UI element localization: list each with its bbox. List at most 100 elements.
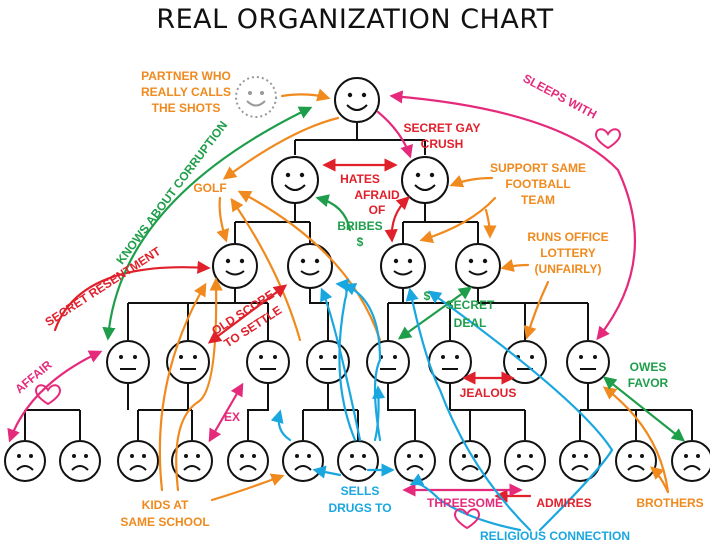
label-football-1: SUPPORT SAME bbox=[490, 161, 586, 175]
hierarchy-lines bbox=[24, 122, 693, 440]
director-4-smiley-face bbox=[455, 243, 501, 289]
heart-icon-sleeps bbox=[594, 128, 622, 150]
director-3-smiley-face bbox=[380, 243, 426, 289]
staff-11-frown-face bbox=[559, 440, 601, 482]
label-partner-2: REALLY CALLS bbox=[141, 85, 231, 99]
religious-arrow-2 bbox=[427, 290, 614, 532]
director-1-smiley-face bbox=[212, 243, 258, 289]
staff-13-frown-face bbox=[671, 440, 710, 482]
religious-arrow-3 bbox=[409, 473, 522, 532]
partner-smiley-face bbox=[235, 76, 277, 118]
hearts bbox=[34, 128, 622, 530]
tree-line-team-5 bbox=[387, 384, 416, 440]
staff-10-frown-face bbox=[504, 440, 546, 482]
kids-arrow-3 bbox=[210, 473, 285, 502]
staff-12-frown-face bbox=[615, 440, 657, 482]
label-partner-3: THE SHOTS bbox=[152, 101, 221, 115]
owes-favor-arrow bbox=[602, 376, 686, 442]
label-football-2: FOOTBALL bbox=[505, 177, 570, 191]
drugs-arrow-2 bbox=[335, 278, 357, 442]
label-ex: EX bbox=[224, 410, 240, 424]
label-lottery-2: LOTTERY bbox=[540, 246, 596, 260]
tree-line-mgr-2 bbox=[309, 287, 329, 340]
tree-line-ceo bbox=[294, 122, 426, 155]
drugs-arrow-7 bbox=[270, 409, 292, 442]
football-arrow-3 bbox=[483, 208, 497, 239]
religious-arrow-1 bbox=[405, 287, 532, 532]
staff-9-frown-face bbox=[449, 440, 491, 482]
label-lottery-3: (UNFAIRLY) bbox=[535, 262, 602, 276]
manager-1-neutral-face bbox=[106, 340, 150, 384]
heart-icon-affair bbox=[34, 384, 62, 406]
label-kids-1: KIDS AT bbox=[142, 498, 189, 512]
drugs-arrow-4 bbox=[372, 385, 386, 442]
label-owes-1: OWES bbox=[630, 360, 667, 374]
label-owes-2: FAVOR bbox=[628, 376, 669, 390]
label-brothers: BROTHERS bbox=[636, 496, 703, 510]
tree-line-team-6 bbox=[449, 384, 526, 440]
manager-3-neutral-face bbox=[246, 340, 290, 384]
vp-left-smiley-face bbox=[271, 156, 319, 204]
staff-8-frown-face bbox=[394, 440, 436, 482]
chart-title: REAL ORGANIZATION CHART bbox=[156, 4, 554, 35]
lottery-arrow-1 bbox=[500, 259, 530, 272]
dollar-sign-2: $ bbox=[424, 289, 431, 303]
affair-arrow bbox=[7, 350, 103, 443]
label-resentment: SECRET RESENTMENT bbox=[43, 244, 164, 329]
drugs-arrow-3 bbox=[320, 287, 362, 442]
label-football-3: TEAM bbox=[521, 193, 555, 207]
label-sleeps-with: SLEEPS WITH bbox=[521, 71, 599, 122]
sleeps-with-arrow bbox=[389, 90, 636, 341]
label-crush-1: SECRET GAY bbox=[404, 121, 481, 135]
secret-crush-arrow bbox=[376, 110, 413, 159]
afraid-bribes-arrow bbox=[384, 196, 410, 243]
bribes-arrow bbox=[315, 194, 352, 232]
golf-arrow-to-director bbox=[216, 196, 230, 243]
label-secret-deal-2: DEAL bbox=[454, 316, 487, 330]
staff-6-frown-face bbox=[282, 440, 324, 482]
staff-7-frown-face bbox=[337, 440, 379, 482]
tree-line-team-2 bbox=[137, 384, 193, 440]
label-crush-2: CRUSH bbox=[421, 137, 464, 151]
label-partner-1: PARTNER WHO bbox=[141, 69, 231, 83]
football-arrow-2 bbox=[419, 196, 497, 244]
staff-3-frown-face bbox=[117, 440, 159, 482]
lottery-arrow-2 bbox=[523, 280, 550, 340]
heart-icon-threesome bbox=[453, 508, 481, 530]
label-hates: HATES bbox=[340, 172, 380, 186]
label-secret-deal-1: SECRET bbox=[446, 298, 495, 312]
vp-right-smiley-face bbox=[401, 156, 449, 204]
drugs-arrow-5 bbox=[312, 465, 342, 479]
label-golf: GOLF bbox=[193, 181, 226, 195]
ceo-smiley-face bbox=[334, 77, 380, 123]
label-admires: ADMIRES bbox=[536, 496, 591, 510]
label-religious: RELIGIOUS CONNECTION bbox=[480, 529, 630, 543]
tree-line-team-3 bbox=[247, 384, 269, 440]
tree-line-team-4 bbox=[302, 384, 359, 440]
manager-5-neutral-face bbox=[366, 340, 410, 384]
secret-deal-arrow bbox=[397, 286, 473, 340]
label-drugs-2: DRUGS TO bbox=[328, 501, 391, 515]
partner-arrow bbox=[280, 88, 331, 102]
tree-line-vp-right bbox=[402, 203, 479, 243]
label-threesome: THREESOME bbox=[427, 496, 503, 510]
football-arrow-1 bbox=[449, 175, 494, 188]
staff-1-frown-face bbox=[4, 440, 46, 482]
corruption-arrow bbox=[102, 106, 313, 341]
staff-4-frown-face bbox=[171, 440, 213, 482]
tree-line-mgr-4 bbox=[477, 287, 589, 340]
label-afraid-1: AFRAID bbox=[354, 188, 400, 202]
label-afraid-2: OF bbox=[369, 203, 386, 217]
label-kids-2: SAME SCHOOL bbox=[120, 515, 209, 529]
director-2-smiley-face bbox=[287, 243, 333, 289]
brothers-arrow-2 bbox=[650, 466, 670, 494]
staff-2-frown-face bbox=[59, 440, 101, 482]
label-lottery-1: RUNS OFFICE bbox=[527, 230, 608, 244]
label-afraid-3: BRIBES bbox=[337, 219, 382, 233]
drugs-arrow-1 bbox=[342, 283, 382, 442]
relationship-arrows bbox=[7, 88, 686, 532]
label-jealous: JEALOUS bbox=[460, 386, 517, 400]
label-drugs-1: SELLS bbox=[341, 484, 380, 498]
manager-2-neutral-face bbox=[166, 340, 210, 384]
